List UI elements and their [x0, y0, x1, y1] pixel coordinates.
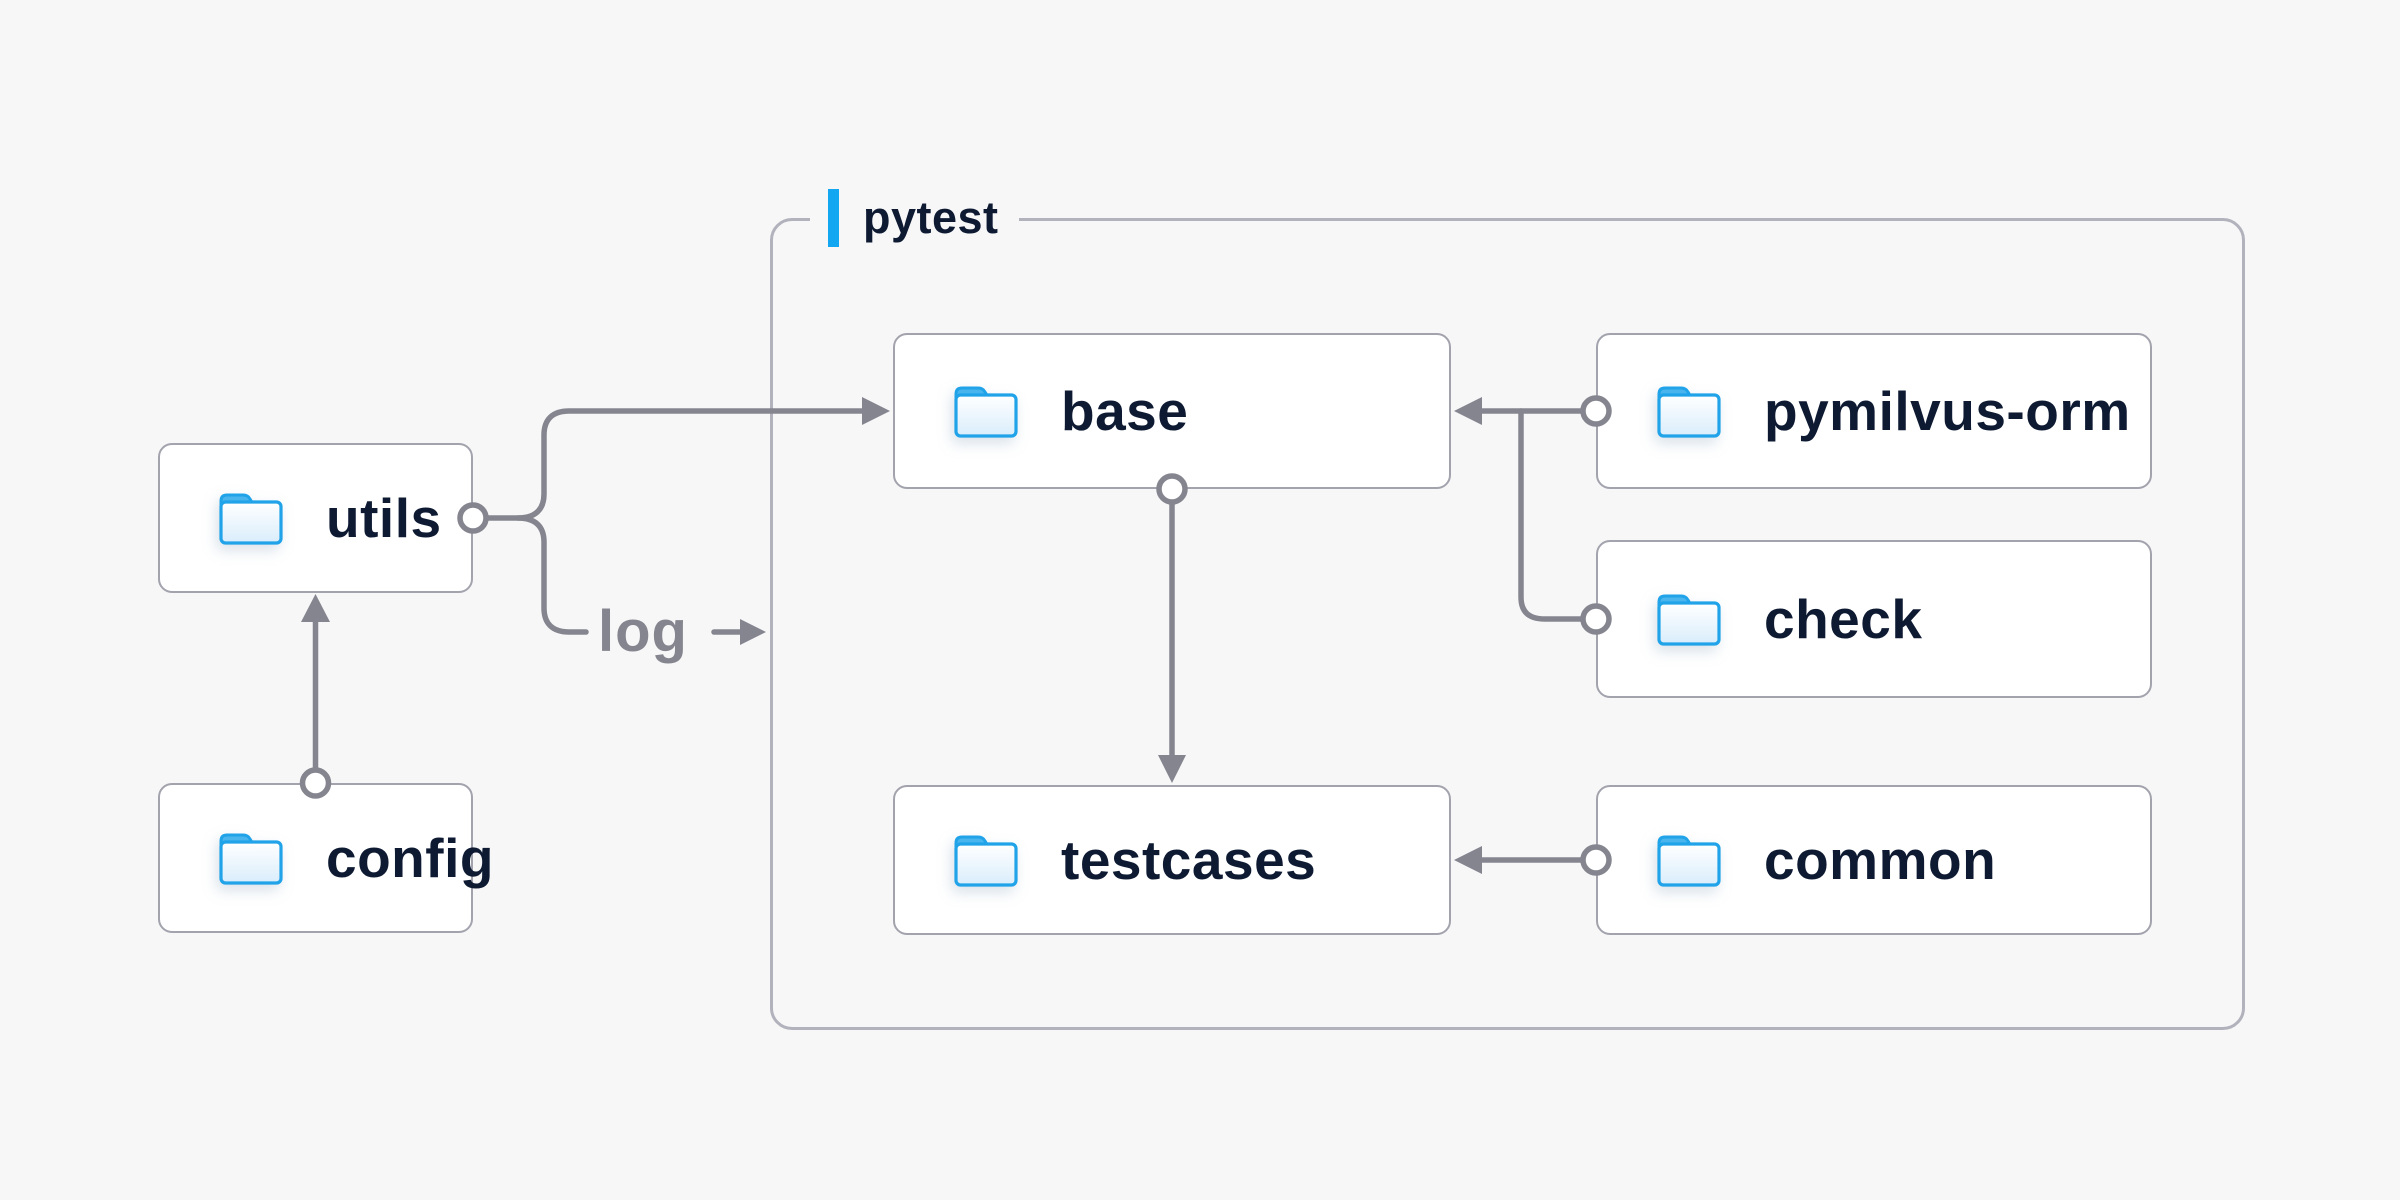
blue-accent-bar: [828, 189, 839, 247]
node-label: base: [1061, 380, 1189, 442]
edge-label-log: log: [598, 599, 688, 664]
node-base: base: [893, 333, 1451, 489]
node-common: common: [1596, 785, 2152, 935]
folder-icon: [219, 833, 283, 885]
node-testcases: testcases: [893, 785, 1451, 935]
folder-icon: [1657, 835, 1721, 887]
node-pymilvus-orm: pymilvus-orm: [1596, 333, 2152, 489]
node-label: check: [1764, 588, 1923, 650]
node-label: config: [326, 827, 494, 889]
node-utils: utils: [158, 443, 473, 593]
node-check: check: [1596, 540, 2152, 698]
node-label: utils: [326, 487, 442, 549]
arrowhead-up-icon: [301, 594, 330, 622]
pytest-group-label: pytest: [810, 186, 1019, 250]
folder-icon: [1657, 386, 1721, 438]
node-config: config: [158, 783, 493, 933]
folder-icon: [1657, 594, 1721, 646]
folder-icon: [219, 493, 283, 545]
folder-icon: [954, 386, 1018, 438]
node-label: testcases: [1061, 829, 1317, 891]
pytest-group-container: [770, 218, 2245, 1030]
group-title: pytest: [863, 192, 999, 243]
node-label: pymilvus-orm: [1764, 380, 2131, 442]
folder-icon: [954, 835, 1018, 887]
arrowhead-right-icon: [740, 619, 766, 645]
node-label: common: [1764, 829, 1997, 891]
edge-utils-log: [515, 515, 589, 635]
